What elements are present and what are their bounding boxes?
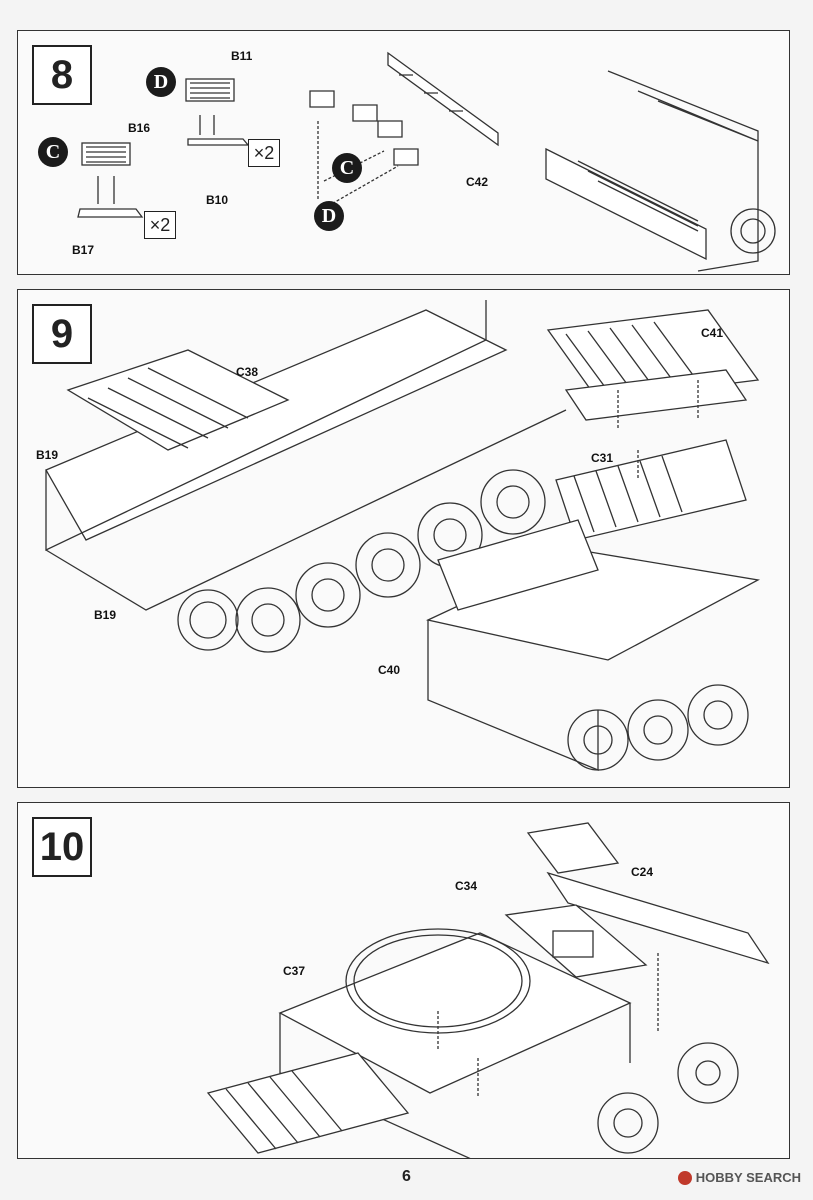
part-label-c37: C37	[283, 964, 306, 978]
watermark-logo-icon	[677, 1170, 692, 1185]
callout-c-badge: C	[38, 137, 68, 167]
part-label-c34: C34	[455, 879, 478, 893]
quantity-multiplier: ×2	[248, 139, 280, 167]
step-10-illustration	[206, 822, 770, 1158]
watermark-text: HOBBY SEARCH	[695, 1170, 801, 1185]
step-number: 8	[32, 45, 92, 105]
step-10-panel: 10 C34 C24 C37	[17, 802, 790, 1159]
part-label-b17: B17	[72, 243, 95, 257]
part-label-b19: B19	[36, 448, 59, 462]
step-number: 9	[32, 304, 92, 364]
quantity-multiplier-2: ×2	[144, 211, 176, 239]
page-number: 6	[402, 1168, 411, 1185]
step-9-illustration	[45, 300, 760, 771]
part-label-b16: B16	[128, 121, 151, 135]
step-number: 10	[32, 817, 92, 877]
part-label-c41: C41	[701, 326, 724, 340]
part-label-b10: B10	[206, 193, 229, 207]
watermark: HOBBY SEARCH	[677, 1170, 801, 1185]
part-label-b19-2: B19	[94, 608, 117, 622]
part-label-b11: B11	[231, 49, 253, 63]
part-label-c40: C40	[378, 663, 401, 677]
step-9-panel: 9	[17, 289, 790, 788]
callout-d-badge-2: D	[314, 201, 344, 231]
step-8-illustration	[77, 51, 776, 272]
part-label-c31: C31	[591, 451, 614, 465]
part-label-c24: C24	[631, 865, 654, 879]
part-label-c42: C42	[466, 175, 489, 189]
callout-c-badge-2: C	[332, 153, 362, 183]
step-8-panel: 8 B11	[17, 30, 790, 275]
callout-d-badge: D	[146, 67, 176, 97]
part-label-c38: C38	[236, 365, 259, 379]
